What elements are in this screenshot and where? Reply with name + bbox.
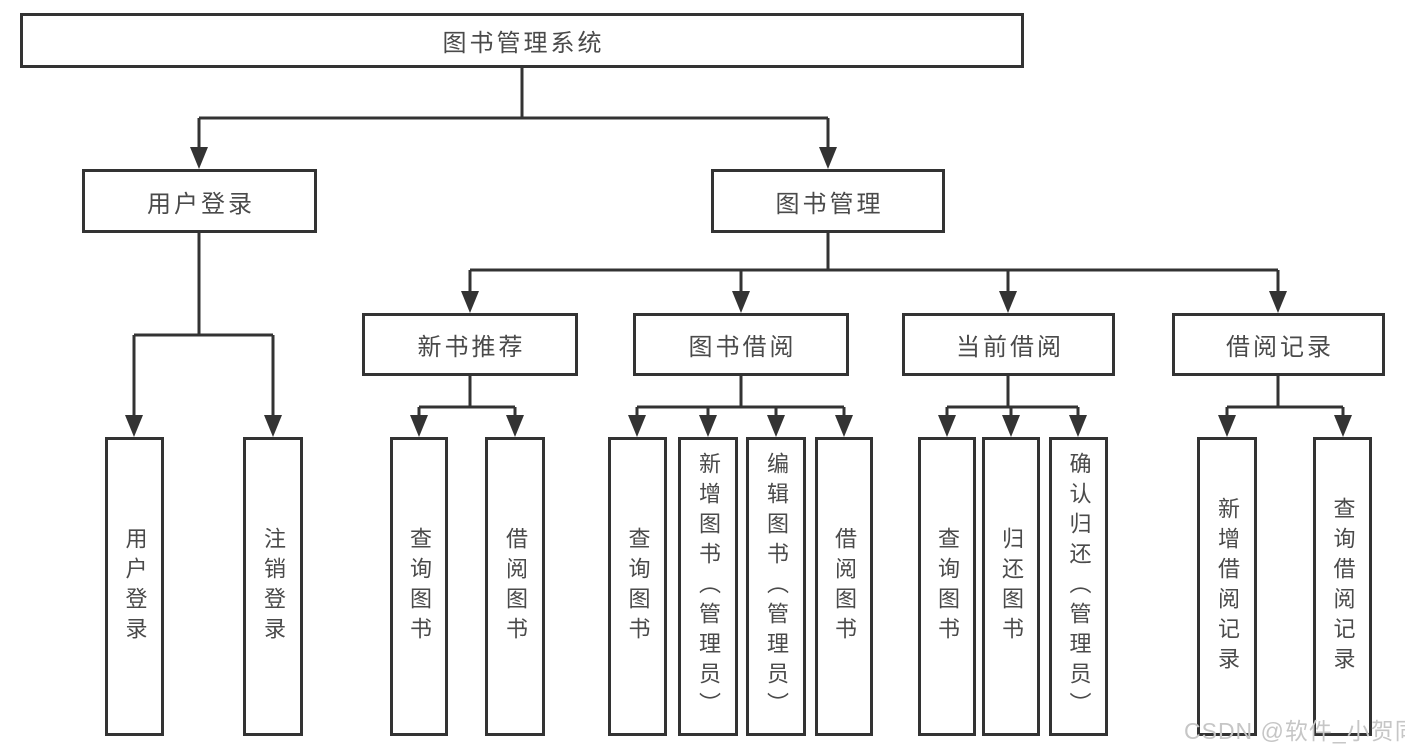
leaf-return-books: 归还图书 — [982, 437, 1040, 736]
leaf-logout: 注销登录 — [243, 437, 303, 736]
node-current-borrowing: 当前借阅 — [902, 313, 1115, 376]
node-label: 借阅图书 — [503, 526, 528, 647]
node-label: 当前借阅 — [956, 334, 1064, 361]
arrowhead-icon — [410, 415, 428, 437]
arrowhead-icon — [506, 415, 524, 437]
node-label: 图书借阅 — [688, 334, 797, 361]
node-label: 图书管理 — [775, 190, 884, 218]
leaf-user-login: 用户登录 — [105, 437, 164, 736]
connector-paths — [132, 67, 1345, 416]
arrowhead-icon — [628, 415, 646, 437]
arrowhead-icon — [938, 415, 956, 437]
node-label: 新增图书（管理员） — [696, 451, 721, 722]
arrowhead-icon — [125, 415, 143, 437]
leaf-query-borrow-record: 查询借阅记录 — [1313, 437, 1372, 736]
leaf-borrow-books: 借阅图书 — [815, 437, 873, 736]
node-label: 用户登录 — [122, 526, 148, 647]
node-label: 查询借阅记录 — [1330, 496, 1356, 677]
node-book-borrowing: 图书借阅 — [633, 313, 849, 376]
arrowhead-icon — [767, 415, 785, 437]
arrowhead-icon — [1002, 415, 1020, 437]
node-label: 查询图书 — [935, 526, 960, 647]
csdn-watermark: CSDN @软件_小贺同学 — [1184, 718, 1405, 744]
node-label: 用户登录 — [147, 190, 255, 218]
node-label: 归还图书 — [999, 526, 1024, 647]
node-label: 图书管理系统 — [442, 30, 605, 57]
leaf-borrow-books-recommend: 借阅图书 — [485, 437, 545, 736]
leaf-add-borrow-record: 新增借阅记录 — [1197, 437, 1257, 736]
arrowhead-icon — [1218, 415, 1236, 437]
arrowhead-icon — [1334, 415, 1352, 437]
node-label: 借阅记录 — [1226, 334, 1334, 361]
node-label: 新书推荐 — [417, 334, 526, 361]
node-label: 新增借阅记录 — [1215, 496, 1240, 677]
node-new-book-recommend: 新书推荐 — [362, 313, 578, 376]
node-book-management: 图书管理 — [711, 169, 945, 233]
node-user-login: 用户登录 — [82, 169, 317, 233]
node-label: 借阅图书 — [832, 526, 857, 647]
leaf-query-books-current: 查询图书 — [918, 437, 976, 736]
arrowhead-icon — [264, 415, 282, 437]
node-label: 注销登录 — [261, 526, 286, 647]
node-borrowing-records: 借阅记录 — [1172, 313, 1385, 376]
node-label: 编辑图书（管理员） — [764, 451, 789, 722]
leaf-confirm-return-admin: 确认归还（管理员） — [1049, 437, 1108, 736]
node-label: 查询图书 — [625, 526, 651, 647]
leaf-add-books-admin: 新增图书（管理员） — [678, 437, 738, 736]
leaf-edit-books-admin: 编辑图书（管理员） — [746, 437, 806, 736]
node-label: 确认归还（管理员） — [1066, 451, 1092, 722]
arrowhead-icon — [1269, 291, 1287, 313]
arrowhead-icon — [699, 415, 717, 437]
arrowhead-icon — [461, 291, 479, 313]
leaf-query-books-recommend: 查询图书 — [390, 437, 448, 736]
arrowhead-icons — [125, 147, 1352, 437]
arrowhead-icon — [999, 291, 1017, 313]
arrowhead-icon — [732, 291, 750, 313]
node-root-system: 图书管理系统 — [20, 13, 1024, 68]
leaf-query-books-borrow: 查询图书 — [608, 437, 667, 736]
arrowhead-icon — [190, 147, 208, 169]
arrowhead-icon — [819, 147, 837, 169]
arrowhead-icon — [1069, 415, 1087, 437]
arrowhead-icon — [835, 415, 853, 437]
node-label: 查询图书 — [407, 526, 432, 647]
